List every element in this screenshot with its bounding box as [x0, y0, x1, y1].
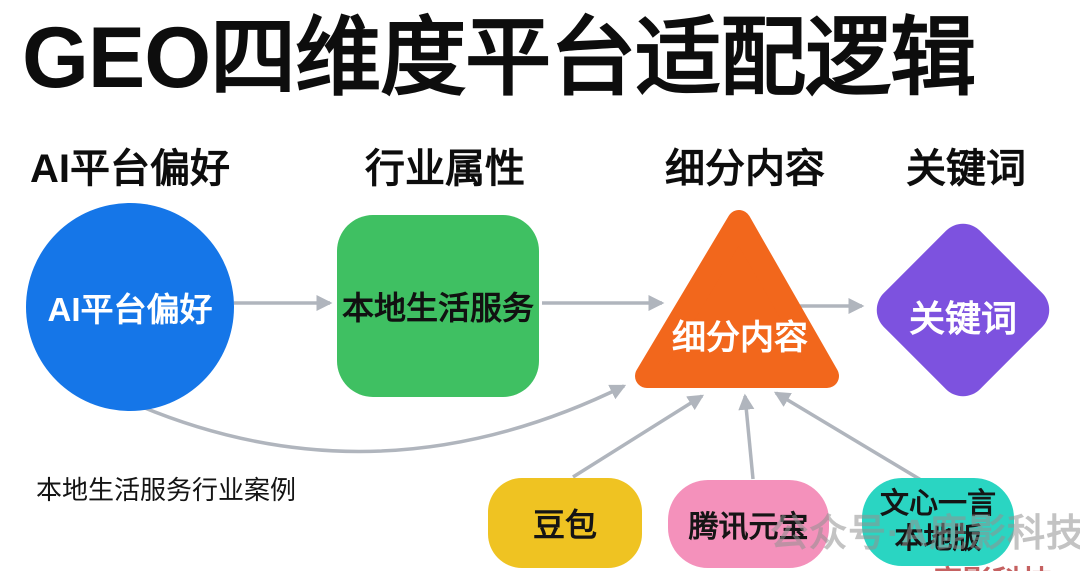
arrow-wenxin-to-triangle — [773, 391, 922, 482]
node-ai-platform-preference-label: AI平台偏好 — [47, 291, 213, 328]
column-header-keywords: 关键词 — [906, 147, 1026, 191]
platform-yuanbao-label: 腾讯元宝 — [688, 511, 809, 544]
node-keywords-label: 关键词 — [908, 298, 1017, 339]
column-header-ai-platform: AI平台偏好 — [30, 147, 230, 191]
node-content-triangle — [635, 210, 839, 388]
node-content-label: 细分内容 — [672, 319, 808, 357]
page-title: GEO四维度平台适配逻辑 — [22, 10, 976, 106]
platform-wenxin-label-line2: 本地版 — [894, 523, 982, 555]
column-header-content: 细分内容 — [665, 147, 825, 191]
platform-wenxin-label-line1: 文心一言 — [879, 488, 996, 521]
platform-box-tencent-yuanbao: 腾讯元宝 — [668, 480, 829, 568]
column-header-industry: 行业属性 — [365, 147, 525, 191]
platform-doubao-label: 豆包 — [532, 507, 597, 543]
gray-watermark: 公众号·A鹿影科技 — [770, 513, 1080, 555]
node-local-life-services-rect: 本地生活服务 — [337, 215, 539, 397]
node-local-life-services-label: 本地生活服务 — [341, 290, 534, 326]
platform-box-wenxin-yiyan-local: 文心一言 本地版 — [862, 478, 1014, 566]
arrow-circle-to-triangle-curved — [139, 384, 627, 454]
arrow-yuanbao-to-triangle — [738, 393, 755, 480]
case-example-label: 本地生活服务行业案例 — [36, 475, 297, 505]
arrow-doubao-to-triangle — [572, 394, 705, 479]
node-ai-platform-preference-circle: AI平台偏好 — [26, 203, 234, 411]
platform-box-doubao: 豆包 — [488, 478, 642, 568]
bottom-edge-watermark-clipped: 鹿影科技 — [932, 557, 1052, 571]
triangle-shape — [635, 210, 839, 388]
